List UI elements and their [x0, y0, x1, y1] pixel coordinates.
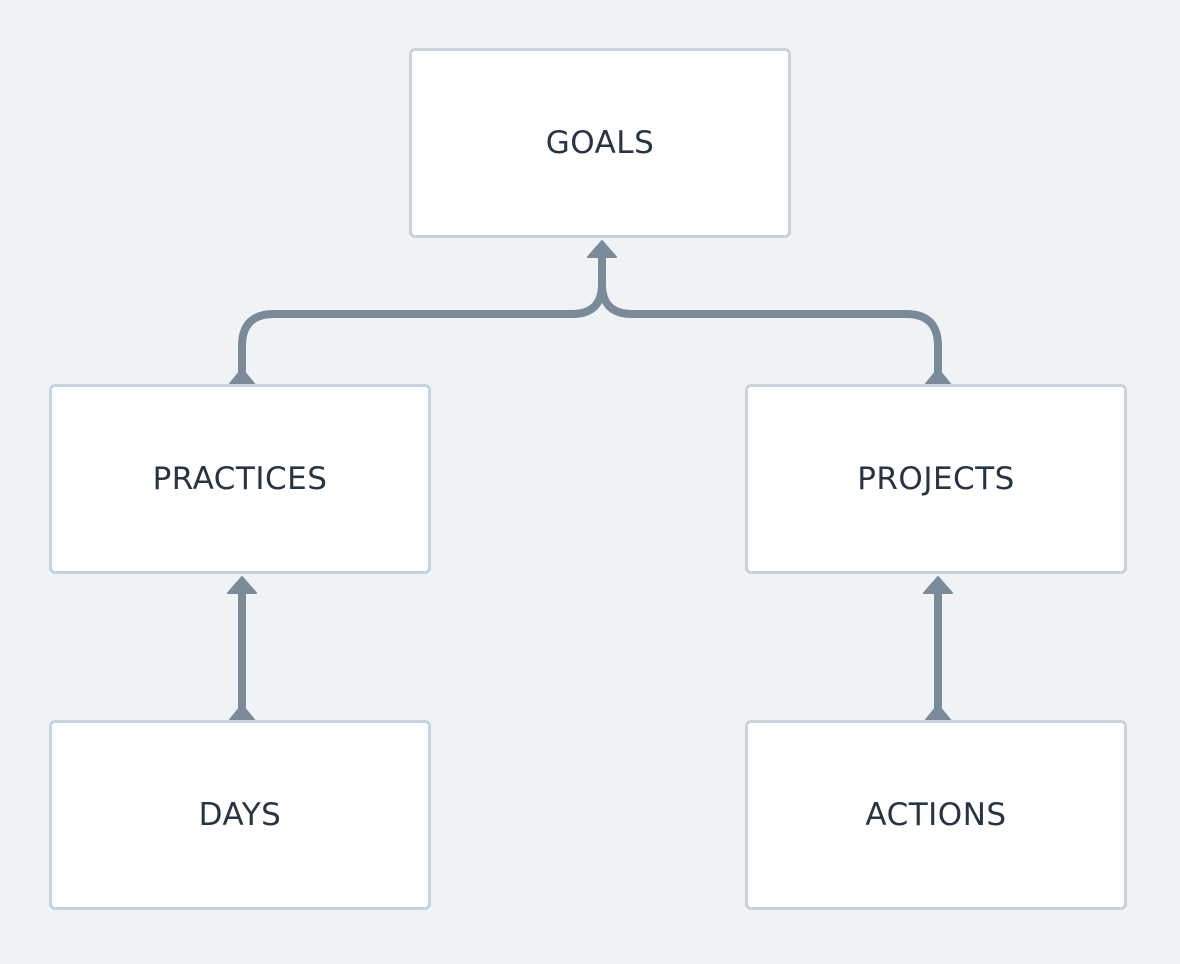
edge-practices-goals — [238, 254, 606, 382]
node-days: DAYS — [49, 720, 431, 910]
tail-days-icon — [228, 704, 256, 722]
tail-practices-icon — [228, 368, 256, 386]
arrowhead-projects-icon — [923, 576, 953, 594]
node-label-practices: PRACTICES — [152, 461, 328, 497]
arrowhead-practices-icon — [227, 576, 257, 594]
node-projects: PROJECTS — [745, 384, 1127, 574]
node-goals: GOALS — [409, 48, 791, 238]
tail-projects-icon — [924, 368, 952, 386]
edge-projects-goals — [598, 283, 942, 382]
node-actions: ACTIONS — [745, 720, 1127, 910]
tail-actions-icon — [924, 704, 952, 722]
node-label-actions: ACTIONS — [865, 797, 1007, 833]
node-label-projects: PROJECTS — [857, 461, 1015, 497]
node-label-days: DAYS — [198, 797, 282, 833]
node-label-goals: GOALS — [545, 125, 655, 161]
arrowhead-goals-icon — [587, 240, 617, 258]
node-practices: PRACTICES — [49, 384, 431, 574]
